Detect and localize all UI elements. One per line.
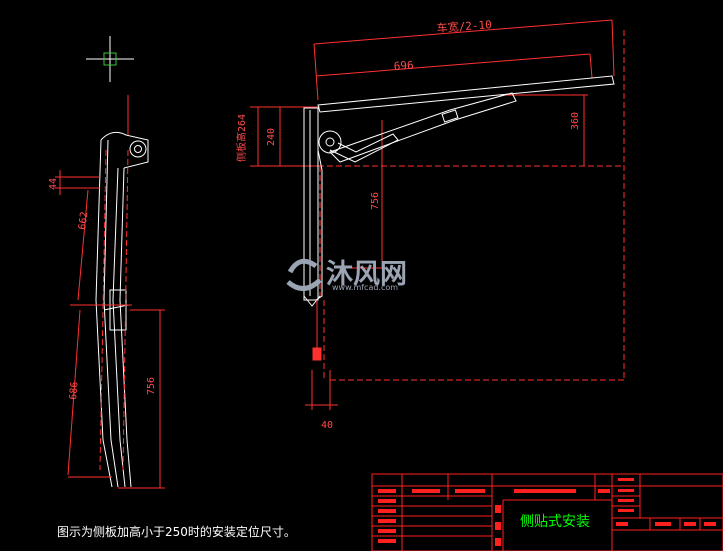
title-block-fine-print — [378, 478, 716, 546]
dim-side-height: 侧板高264 — [235, 114, 248, 162]
right-mechanism-outline — [303, 75, 615, 361]
right-frame-hidden-lines — [318, 30, 625, 381]
watermark-url: www.mfcad.com — [332, 283, 398, 292]
dim-756-right: 756 — [370, 192, 381, 210]
right-dimension-lines — [250, 19, 615, 410]
dim-662: 662 — [77, 211, 90, 230]
dim-696: 696 — [393, 59, 414, 73]
dim-40: 40 — [321, 420, 333, 431]
left-profile-hidden-lines — [99, 149, 129, 471]
left-profile-outline — [95, 131, 149, 488]
dim-44: 44 — [48, 178, 59, 190]
drawing-name: 侧贴式安装 — [520, 514, 590, 530]
drawing-caption: 图示为侧板加高小于250时的安装定位尺寸。 — [57, 525, 296, 539]
dim-240: 240 — [266, 128, 277, 146]
dim-686: 686 — [68, 381, 81, 400]
dim-car-width: 车宽/2-10 — [436, 17, 492, 35]
title-block — [371, 473, 723, 551]
watermark: 沐风网 www.mfcad.com — [286, 258, 407, 292]
left-dimension-lines — [55, 95, 165, 489]
watermark-brand: 沐风网 — [326, 259, 407, 290]
dim-360: 360 — [570, 112, 581, 130]
watermark-logo-icon — [286, 258, 322, 291]
crosshair-icon — [86, 36, 134, 82]
dim-756-left: 756 — [146, 377, 157, 395]
